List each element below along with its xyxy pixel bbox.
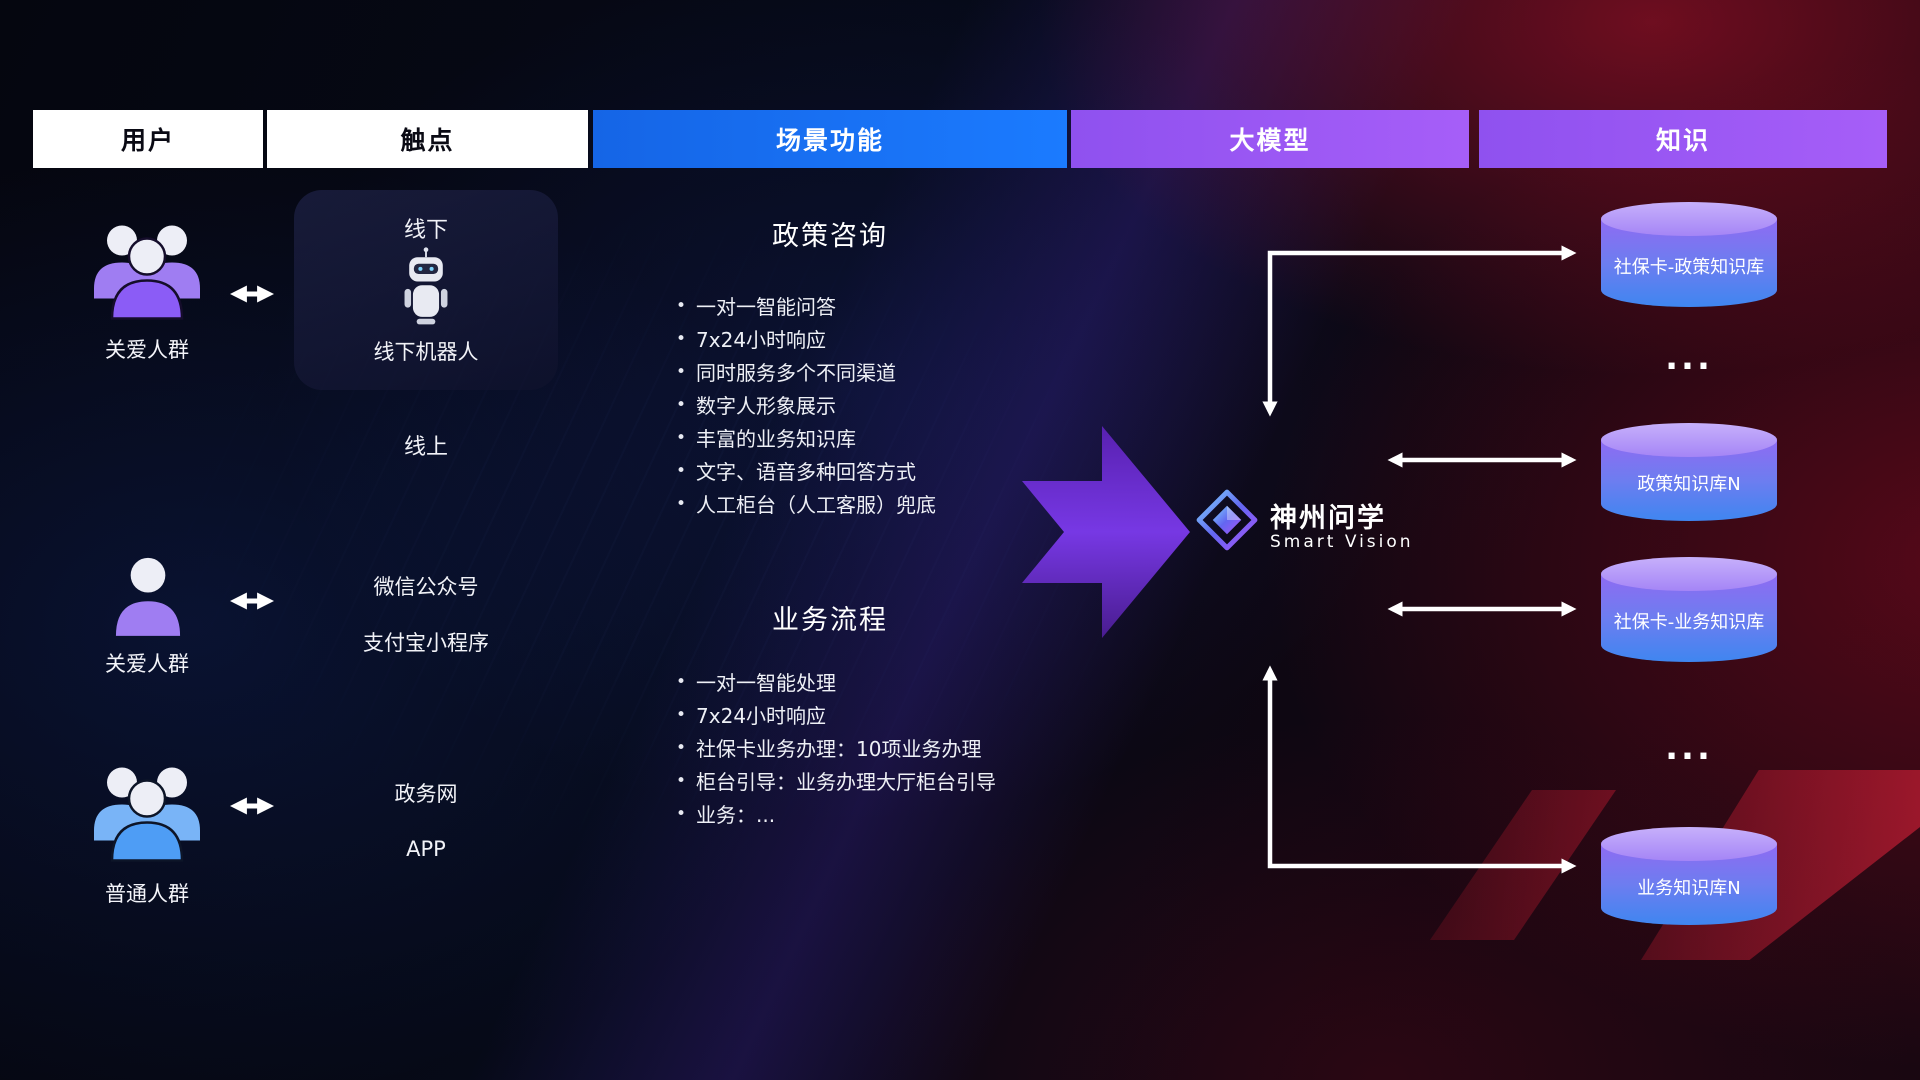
online-title: 线上 [403, 435, 448, 460]
knowledge-db-label: 业务知识库N [1637, 878, 1741, 900]
offline-robot-label: 线下机器人 [373, 340, 479, 364]
database-top [1601, 557, 1777, 591]
column-header-label: 用户 [120, 126, 175, 155]
database-top [1601, 423, 1777, 457]
column-header-scene-functions: 场景功能 [593, 110, 1067, 168]
person-purple-icon [109, 552, 187, 644]
group-users-purple-icon [82, 218, 212, 328]
touchpoint-wechat: 微信公众号 [373, 575, 479, 599]
bullet-item: 文字、语音多种回答方式 [676, 454, 1096, 487]
bullet-item: 一对一智能处理 [676, 665, 1096, 698]
knowledge-db-label: 政策知识库N [1637, 474, 1741, 496]
database-top [1601, 202, 1777, 236]
column-header-label: 知识 [1655, 126, 1710, 155]
knowledge-arrow-top-elbow-icon [1262, 245, 1577, 417]
business-bullet-list: 一对一智能处理 7x24小时响应 社保卡业务办理：10项业务办理 柜台引导：业务… [676, 665, 1096, 830]
offline-title: 线下 [403, 218, 448, 243]
bullet-item: 柜台引导：业务办理大厅柜台引导 [676, 764, 1096, 797]
ellipsis-dots: ... [1665, 728, 1713, 768]
model-subtitle: Smart Vision [1270, 532, 1414, 552]
bullet-item: 7x24小时响应 [676, 698, 1096, 731]
knowledge-arrow-bottom-elbow-icon [1262, 665, 1577, 874]
ellipsis-dots: ... [1665, 338, 1713, 378]
touchpoint-gov-web: 政务网 [394, 782, 458, 806]
bullet-item: 一对一智能问答 [676, 289, 1096, 322]
bullet-item: 数字人形象展示 [676, 388, 1096, 421]
model-name: 神州问学 [1270, 503, 1386, 534]
bullet-item: 人工柜台（人工客服）兜底 [676, 487, 1096, 520]
user-group-label: 关爱人群 [105, 338, 189, 362]
robot-icon [398, 246, 454, 334]
bullet-item: 同时服务多个不同渠道 [676, 355, 1096, 388]
database-top [1601, 827, 1777, 861]
group-users-blue-icon [82, 760, 212, 870]
column-header-label: 大模型 [1229, 126, 1311, 155]
column-header-knowledge: 知识 [1479, 110, 1887, 168]
flow-arrow-icon [1022, 426, 1190, 642]
business-section-title: 业务流程 [772, 605, 888, 636]
column-header-touchpoints: 触点 [267, 110, 588, 168]
policy-bullet-list: 一对一智能问答 7x24小时响应 同时服务多个不同渠道 数字人形象展示 丰富的业… [676, 289, 1096, 520]
knowledge-db-label: 社保卡-政策知识库 [1613, 256, 1765, 278]
bullet-item: 社保卡业务办理：10项业务办理 [676, 731, 1096, 764]
user-group-label: 关爱人群 [105, 652, 189, 676]
bullet-item: 业务：... [676, 797, 1096, 830]
policy-section-title: 政策咨询 [772, 221, 888, 252]
touchpoint-alipay: 支付宝小程序 [363, 631, 489, 655]
column-header-label: 场景功能 [775, 126, 884, 155]
knowledge-db-label: 社保卡-业务知识库 [1613, 611, 1765, 633]
column-header-users: 用户 [33, 110, 263, 168]
logo-diamond-icon [1196, 489, 1258, 555]
user-group-label: 普通人群 [105, 882, 189, 906]
column-header-label: 触点 [400, 126, 455, 155]
touchpoint-app: APP [406, 837, 446, 861]
bullet-item: 7x24小时响应 [676, 322, 1096, 355]
bullet-item: 丰富的业务知识库 [676, 421, 1096, 454]
column-header-large-model: 大模型 [1071, 110, 1469, 168]
